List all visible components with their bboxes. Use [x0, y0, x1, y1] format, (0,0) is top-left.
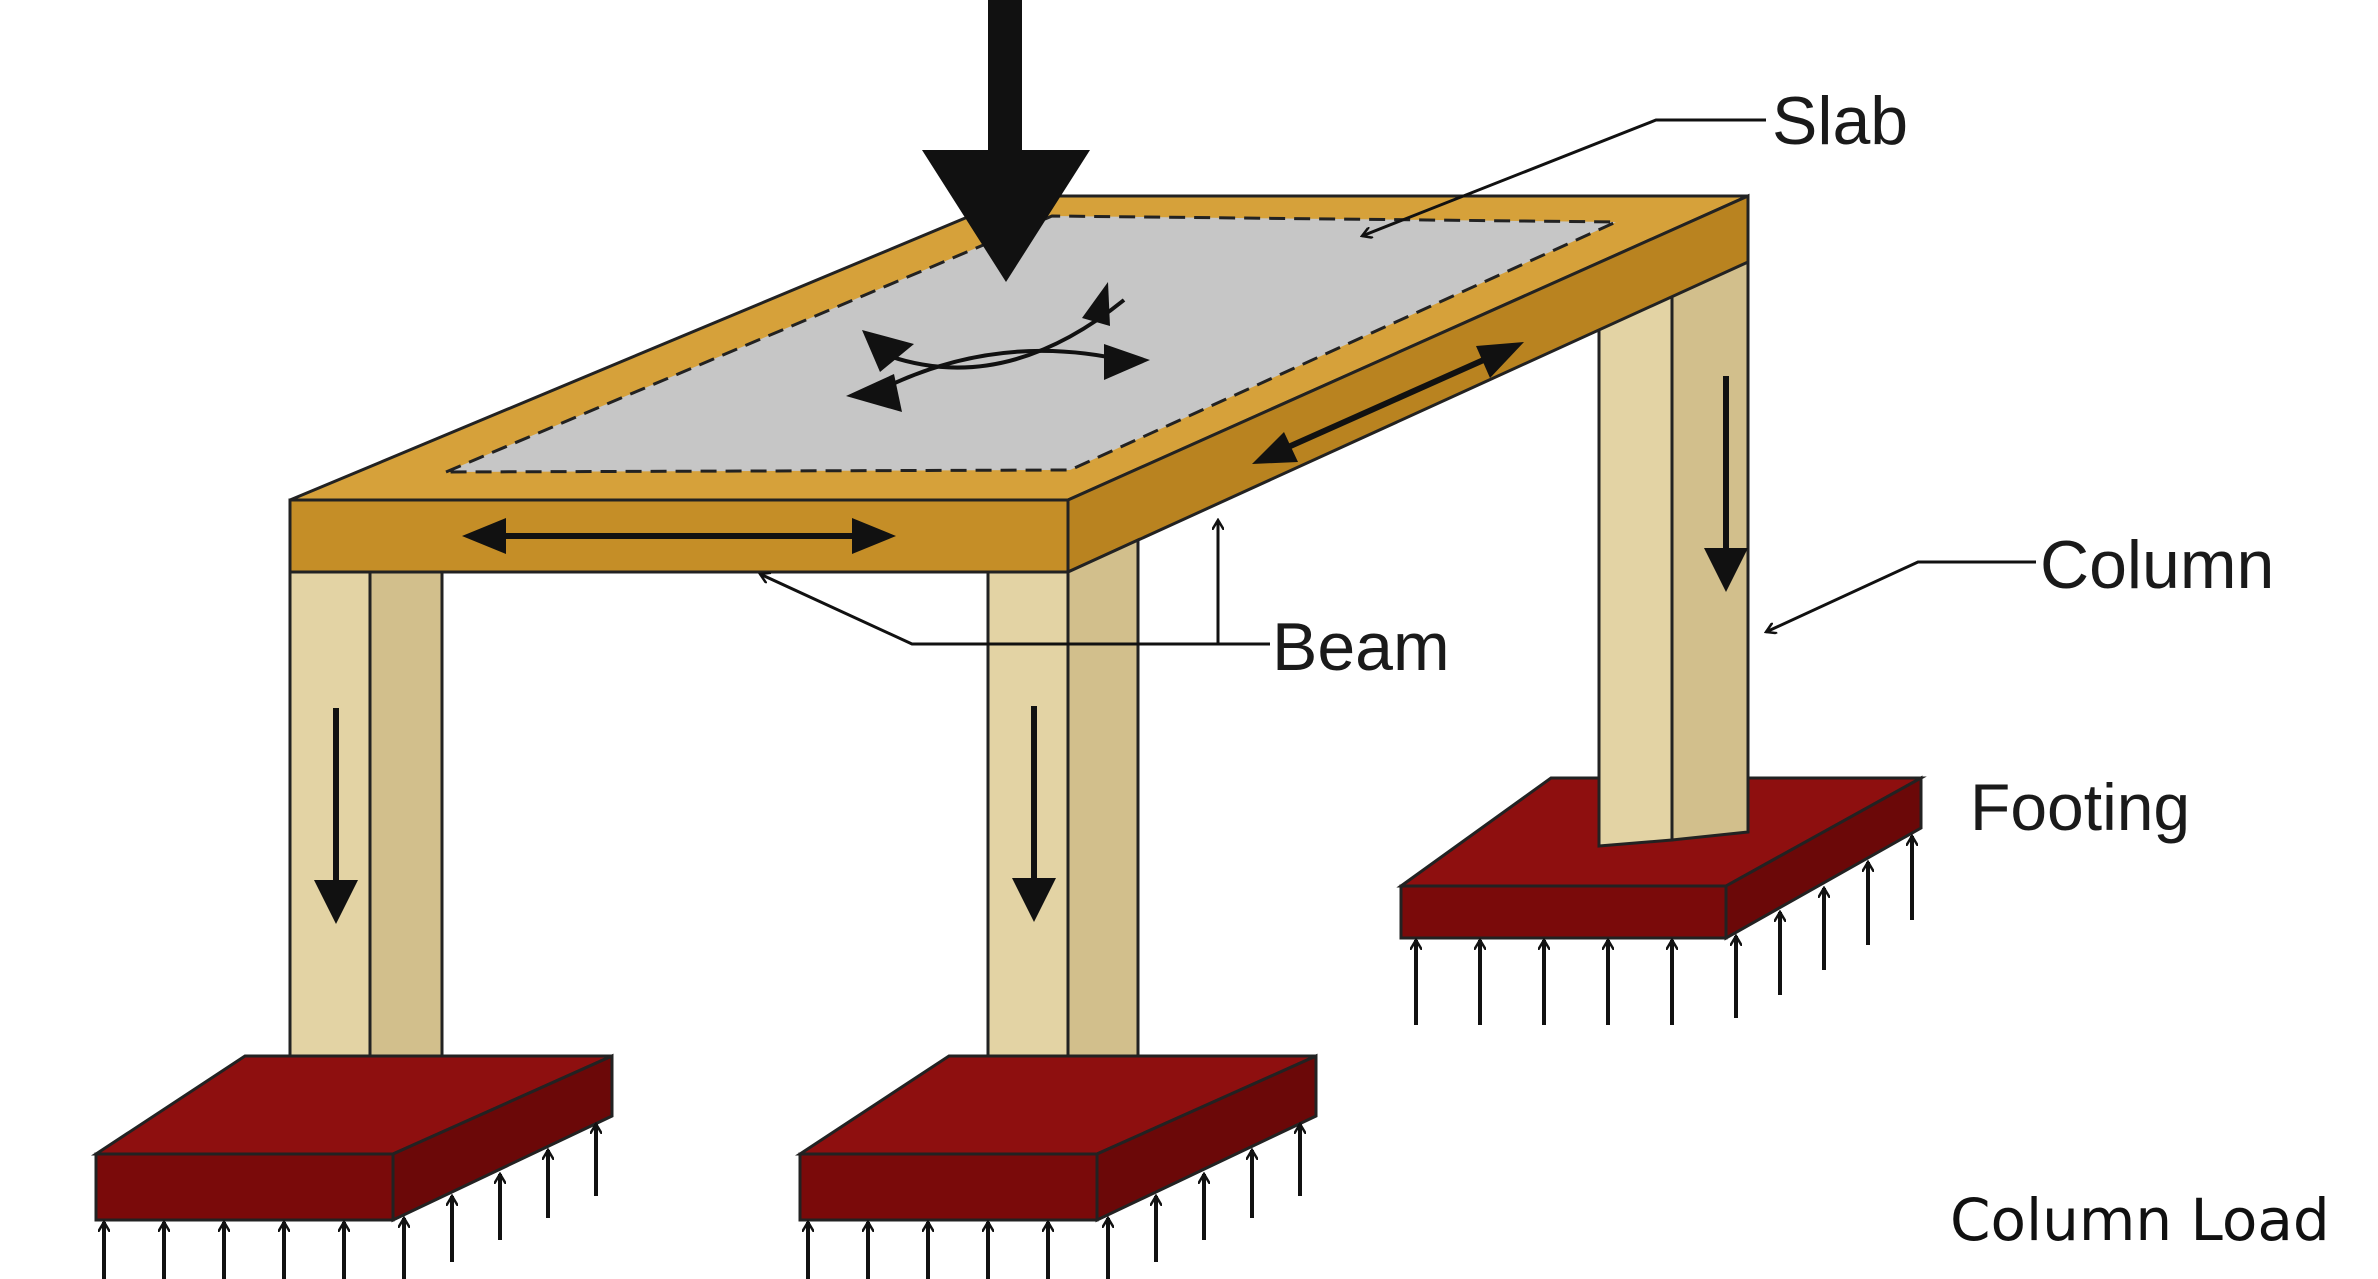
beam-label: Beam — [1272, 609, 1450, 685]
column-front-left — [288, 570, 444, 1124]
beam-load-arrow-side — [1252, 342, 1524, 464]
slab-label: Slab — [1772, 83, 1908, 159]
applied-load-arrow — [922, 0, 1090, 282]
soil-reaction-arrows-front-left — [104, 1124, 596, 1279]
soil-reaction-arrows-front-middle — [808, 1124, 1300, 1279]
column-front-middle — [986, 537, 1140, 1124]
leader-lines — [760, 118, 2036, 646]
slab-two-way-arrows — [846, 282, 1150, 412]
footing-label: Footing — [1970, 770, 2190, 844]
footing-front-middle — [794, 1053, 1318, 1223]
soil-reaction-arrows-back-right — [1416, 836, 1912, 1025]
footing-front-left — [90, 1053, 614, 1223]
column-label: Column — [2040, 527, 2274, 603]
caption: Column Load — [1950, 1186, 2330, 1254]
column-load-arrow-middle — [1012, 706, 1056, 922]
column-load-arrow-right — [1704, 376, 1748, 592]
beam-load-arrow-front — [462, 518, 896, 554]
column-load-arrow-left — [314, 708, 358, 924]
slab — [445, 214, 1617, 474]
